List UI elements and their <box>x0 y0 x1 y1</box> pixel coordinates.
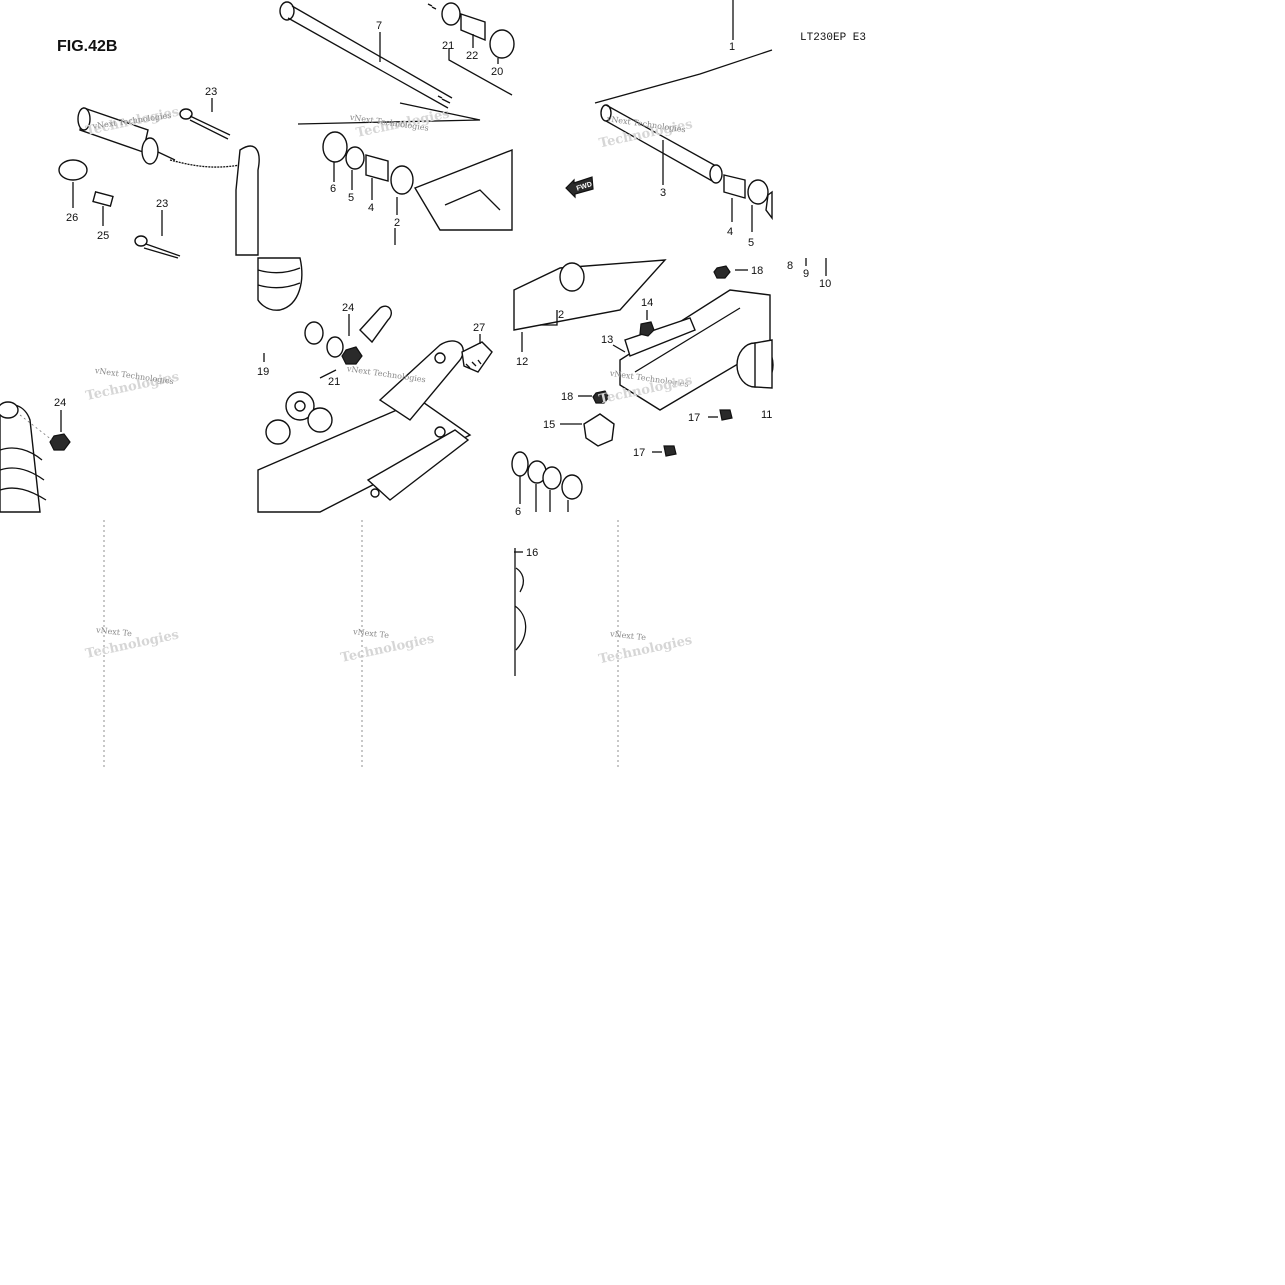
chain-rollers <box>265 391 333 445</box>
callout-2b: 2 <box>558 309 564 321</box>
shock-body-top <box>235 145 260 256</box>
callout-2a: 2 <box>394 217 400 229</box>
reservoir-hose <box>169 159 241 168</box>
callout-16: 16 <box>526 547 538 559</box>
pivot-bolt-7 <box>279 1 453 109</box>
swing-arm-front <box>413 148 513 231</box>
callout-5b: 5 <box>748 237 754 249</box>
callout-21b: 21 <box>328 376 340 388</box>
shock-reservoir <box>77 107 176 165</box>
watermark-frag-3: vNext Te <box>609 629 647 642</box>
link-plate <box>359 305 392 344</box>
callout-13: 13 <box>601 334 613 346</box>
callout-15: 15 <box>543 419 555 431</box>
nut-24-left <box>49 433 71 451</box>
tile-shaft-fwd: FWD 1 3 4 5 LT230EP E3 <box>565 0 866 249</box>
bolt-14 <box>639 321 655 337</box>
shock-spring-upper <box>257 257 303 311</box>
callout-1: 1 <box>729 41 735 53</box>
watermark-dashes <box>103 520 619 770</box>
hose-clamp-26 <box>58 159 88 181</box>
fwd-arrow: FWD <box>565 176 594 199</box>
tile-shock-top: FIG.42B 23 23 26 25 <box>57 38 260 259</box>
fwd-label: FWD <box>576 181 593 193</box>
callout-25: 25 <box>97 230 109 242</box>
tile-swing-arm: 24 27 19 21 <box>257 257 493 513</box>
clip-15 <box>583 413 615 447</box>
callout-11: 11 <box>761 409 772 421</box>
callout-8: 8 <box>787 260 793 272</box>
watermark-5: vNext Technologies <box>345 364 426 384</box>
tile-pivot-shaft: 7 21 22 20 6 5 4 2 <box>279 1 515 245</box>
callout-19: 19 <box>257 366 269 378</box>
watermark-frag-1: vNext Te <box>95 625 133 638</box>
watermarks: Technologies vNext Technologies Technolo… <box>84 105 694 668</box>
tile-chain-guide: 16 <box>514 547 538 676</box>
figure-title: FIG.42B <box>57 38 117 55</box>
bolt-17-upper <box>719 409 733 421</box>
callout-12: 12 <box>516 356 528 368</box>
watermark-frag-2: vNext Te <box>352 627 390 640</box>
callout-27: 27 <box>473 322 485 334</box>
tile-shock-bottom: 24 <box>0 397 71 513</box>
callout-7: 7 <box>376 20 382 32</box>
washer-stack-lower <box>511 451 583 500</box>
bolt-23-bottom <box>134 235 181 259</box>
callout-4b: 4 <box>727 226 733 238</box>
bolt-23-top <box>179 108 231 140</box>
bracket-13 <box>624 317 696 357</box>
shock-spring-lower <box>0 401 47 513</box>
callout-17b: 17 <box>633 447 645 459</box>
callout-9: 9 <box>803 268 809 280</box>
callout-23a: 23 <box>205 86 217 98</box>
washer-24-21 <box>326 336 363 365</box>
pivot-shaft-3 <box>600 104 723 184</box>
callout-3: 3 <box>660 187 666 199</box>
callout-18b: 18 <box>561 391 573 403</box>
callout-22: 22 <box>466 50 478 62</box>
callout-4a: 4 <box>368 202 374 214</box>
callout-24b: 24 <box>342 302 354 314</box>
swing-arm-rear-tube <box>513 259 667 331</box>
callout-5a: 5 <box>348 192 354 204</box>
callout-26: 26 <box>66 212 78 224</box>
bushing-stack-left <box>322 131 414 195</box>
label-plate-25 <box>92 190 114 208</box>
collar-11 <box>736 339 774 389</box>
bolt-17-lower <box>663 445 677 457</box>
model-code: LT230EP E3 <box>800 32 866 44</box>
callout-23b: 23 <box>156 198 168 210</box>
nut-18-upper <box>713 265 731 279</box>
callout-18a: 18 <box>751 265 763 277</box>
callout-17a: 17 <box>688 412 700 424</box>
washer-21-22-20 <box>427 2 515 59</box>
stopper-27 <box>461 341 493 373</box>
callout-14: 14 <box>641 297 653 309</box>
callout-21a: 21 <box>442 40 454 52</box>
callout-20: 20 <box>491 66 503 78</box>
callout-6b: 6 <box>515 506 521 518</box>
callout-6a: 6 <box>330 183 336 195</box>
tile-skid-plate: 2 12 13 14 18 8 9 10 11 18 15 17 17 6 <box>511 258 831 518</box>
swing-arm-body <box>257 340 472 513</box>
callout-24a: 24 <box>54 397 66 409</box>
nut-18-lower <box>592 390 610 404</box>
callout-10: 10 <box>819 278 831 290</box>
